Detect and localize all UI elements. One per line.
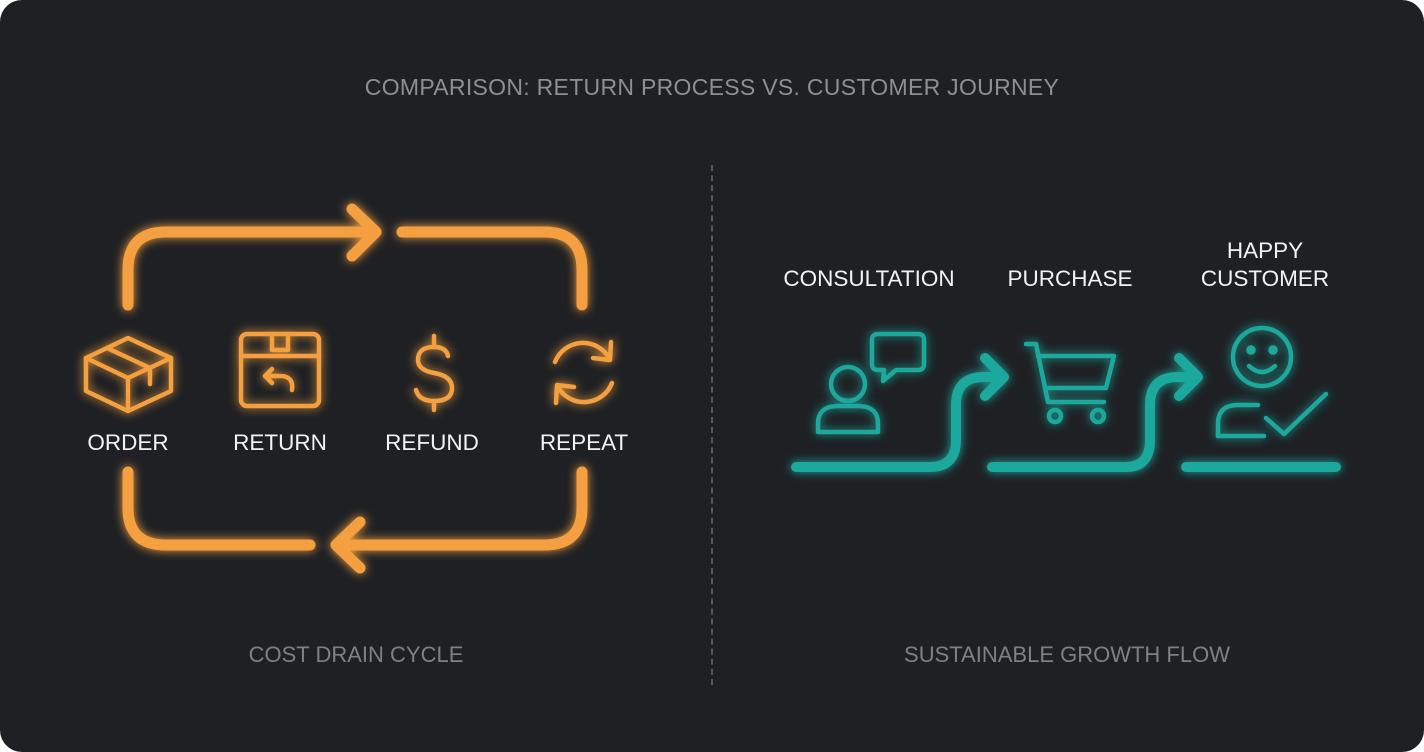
step-label-purchase-text: PURCHASE — [1007, 266, 1133, 291]
step-label-consultation: CONSULTATION — [769, 265, 969, 293]
step-label-happy-customer: HAPPY CUSTOMER — [1185, 237, 1345, 293]
dollar-icon — [413, 333, 455, 413]
section-divider — [711, 165, 713, 685]
cycle-path-bottom-right — [334, 466, 588, 551]
step-label-consultation-text: CONSULTATION — [783, 266, 955, 291]
box-icon — [83, 335, 174, 414]
flow-arrowhead-2 — [1174, 353, 1203, 401]
step-label-refund: REFUND — [385, 430, 479, 455]
flow-path-1 — [791, 372, 1005, 472]
right-caption: SUSTAINABLE GROWTH FLOW — [904, 642, 1230, 667]
step-label-order: ORDER — [87, 430, 169, 455]
cycle-path-top-left — [122, 226, 378, 311]
step-label-return: RETURN — [233, 430, 327, 455]
happy-customer-icon — [1215, 325, 1329, 439]
flow-path-2 — [987, 372, 1199, 472]
cycle-arrowhead-bottom — [330, 516, 366, 574]
refresh-icon — [552, 339, 615, 406]
person-chat-icon — [815, 331, 927, 435]
cycle-path-top-right — [396, 226, 588, 311]
step-label-happy: HAPPY — [1226, 238, 1304, 263]
step-label-repeat: REPEAT — [539, 430, 629, 455]
cycle-arrowhead-top — [346, 203, 382, 262]
cycle-path-bottom-left — [122, 466, 316, 551]
step-label-customer: CUSTOMER — [1200, 266, 1330, 291]
step-label-purchase: PURCHASE — [990, 265, 1150, 293]
left-caption: COST DRAIN CYCLE — [248, 642, 464, 667]
shopping-cart-icon — [1023, 341, 1117, 425]
box-return-icon — [238, 331, 322, 409]
flow-arrowhead-1 — [980, 353, 1009, 401]
page-title: COMPARISON: RETURN PROCESS VS. CUSTOMER … — [364, 74, 1060, 100]
